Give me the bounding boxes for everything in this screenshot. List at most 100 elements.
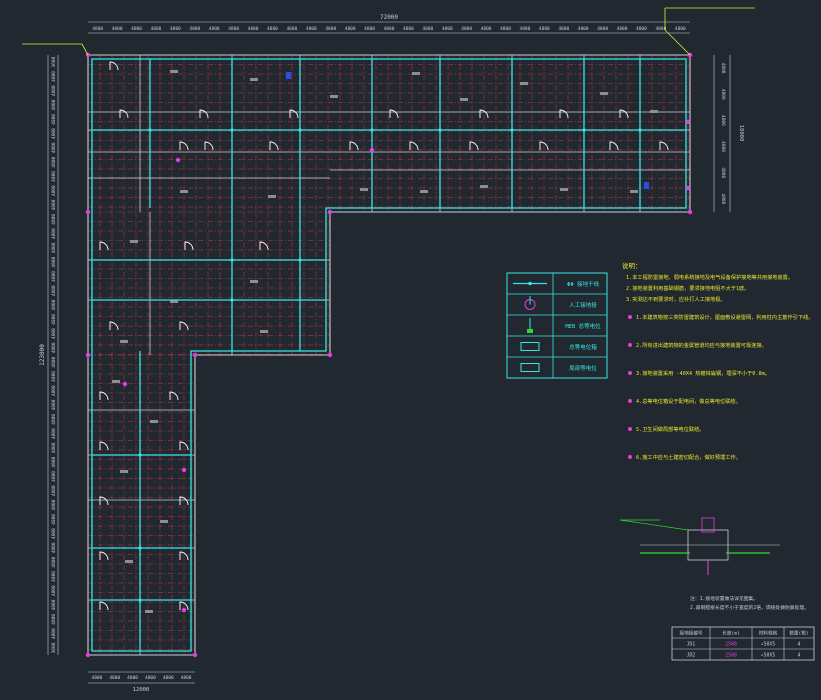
furniture-block <box>160 520 168 523</box>
door-swing <box>199 109 209 119</box>
note-line: 3.实测达不到要求时，应补打人工接地极。 <box>626 295 726 303</box>
ground-node <box>582 128 586 132</box>
door-swing <box>119 109 129 119</box>
furniture-block <box>480 185 488 188</box>
note-bullet <box>628 371 632 375</box>
dim-bottom-value: 4800 <box>163 675 174 681</box>
dim-top-value: 4800 <box>384 26 395 32</box>
grounding-point-marker <box>85 652 91 658</box>
legend-symbol-box <box>520 363 540 372</box>
table-cell: 2500 <box>725 642 737 648</box>
furniture-block <box>412 72 420 75</box>
equipotential-box-marker <box>644 182 649 189</box>
furniture-block <box>360 188 368 191</box>
dim-bottom-value: 4800 <box>91 675 102 681</box>
dim-left-value: 4800 <box>51 142 57 153</box>
dim-left-value: 4800 <box>51 571 57 582</box>
dim-top-value: 4800 <box>422 26 433 32</box>
dim-top-value: 4800 <box>151 26 162 32</box>
door-swing <box>184 241 194 251</box>
dim-left-value: 4800 <box>51 285 57 296</box>
ground-nodes <box>138 128 642 602</box>
dim-top-value: 4800 <box>325 26 336 32</box>
grounding-point-marker <box>192 652 198 658</box>
table-cell: JD2 <box>687 653 696 659</box>
furniture-block <box>170 300 178 303</box>
furniture-block <box>180 190 188 193</box>
dim-left-value: 4800 <box>51 371 57 382</box>
dim-left-value: 4800 <box>51 428 57 439</box>
dim-top-value: 4800 <box>403 26 414 32</box>
note-bullet <box>628 455 632 459</box>
note-bullet <box>628 399 632 403</box>
callout-leader-top-diag <box>664 29 691 56</box>
detail-column <box>701 517 715 533</box>
table-border <box>671 626 815 661</box>
furniture-block <box>600 92 608 95</box>
grounding-point-marker <box>327 352 333 358</box>
ground-node <box>148 128 152 132</box>
ground-node <box>230 128 234 132</box>
dim-left-value: 4800 <box>51 156 57 167</box>
dim-left-value: 4800 <box>51 185 57 196</box>
table-header: 数量(根) <box>789 630 808 637</box>
note-item: 5.卫生间做局部等电位联结。 <box>636 425 705 433</box>
door-swing <box>619 109 629 119</box>
legend-label: 总等电位箱 <box>569 343 597 351</box>
dim-bottom-value: 4800 <box>145 675 156 681</box>
dim-left-value: 4800 <box>51 199 57 210</box>
dim-left-value: 4800 <box>51 114 57 125</box>
dim-left-overall: 123000 <box>39 344 46 366</box>
furniture-block <box>120 470 128 473</box>
furniture-block <box>120 340 128 343</box>
table-cell: 4 <box>798 653 801 659</box>
note-item: 1.本建筑物按三类防雷建筑设计，屋面敷设避雷网，利用柱内主筋作引下线。 <box>636 313 813 321</box>
detail-note-2: 2.扁钢搭接长度不小于宽度的2倍，焊接处做防腐处理。 <box>690 604 809 611</box>
dim-top-value: 4800 <box>228 26 239 32</box>
note-bullet <box>628 315 632 319</box>
legend-label: MEB 总等电位 <box>565 322 601 330</box>
legend-symbol-node <box>528 281 532 286</box>
dim-left-value: 3600 <box>51 642 57 653</box>
table-cell: ∠50X5 <box>761 642 776 648</box>
legend-symbol-rod-head <box>527 329 533 333</box>
dim-bottom-value: 4800 <box>127 675 138 681</box>
dim-top-value: 4800 <box>267 26 278 32</box>
grounding-point-marker <box>122 381 128 387</box>
dim-left-value: 4800 <box>51 485 57 496</box>
material-table <box>671 626 815 661</box>
furniture <box>112 70 658 613</box>
door-swing <box>409 141 419 151</box>
furniture-block <box>420 190 428 193</box>
dim-left-value: 4800 <box>51 171 57 182</box>
dim-left-value: 4800 <box>51 442 57 453</box>
grounding-point-marker <box>687 209 693 215</box>
furniture-block <box>250 78 258 81</box>
table-cell: 4 <box>798 642 801 648</box>
dim-top-value: 4800 <box>636 26 647 32</box>
dim-top-overall: 72000 <box>380 14 398 21</box>
dim-right-value: 4800 <box>720 63 726 74</box>
dim-top-value: 4800 <box>364 26 375 32</box>
dim-left-value: 4800 <box>51 585 57 596</box>
dim-left-value: 4800 <box>51 399 57 410</box>
table-cell: ∠50X5 <box>761 653 776 659</box>
grounding-point-marker <box>181 607 187 613</box>
dim-right-value: 4800 <box>720 193 726 204</box>
dim-bottom-value: 4800 <box>181 675 192 681</box>
dim-left-value: 4800 <box>51 556 57 567</box>
door-swing <box>469 141 479 151</box>
table-header: 长度(m) <box>722 630 740 637</box>
furniture-block <box>560 188 568 191</box>
dim-top-value: 4800 <box>306 26 317 32</box>
dim-left-value: 4800 <box>51 242 57 253</box>
dim-left-value: 4800 <box>51 228 57 239</box>
furniture-block <box>460 98 468 101</box>
furniture-block <box>150 420 158 423</box>
dim-left-value: 4800 <box>51 528 57 539</box>
dim-left-value: 4800 <box>51 256 57 267</box>
note-bullet <box>628 343 632 347</box>
dim-top-value: 4800 <box>675 26 686 32</box>
